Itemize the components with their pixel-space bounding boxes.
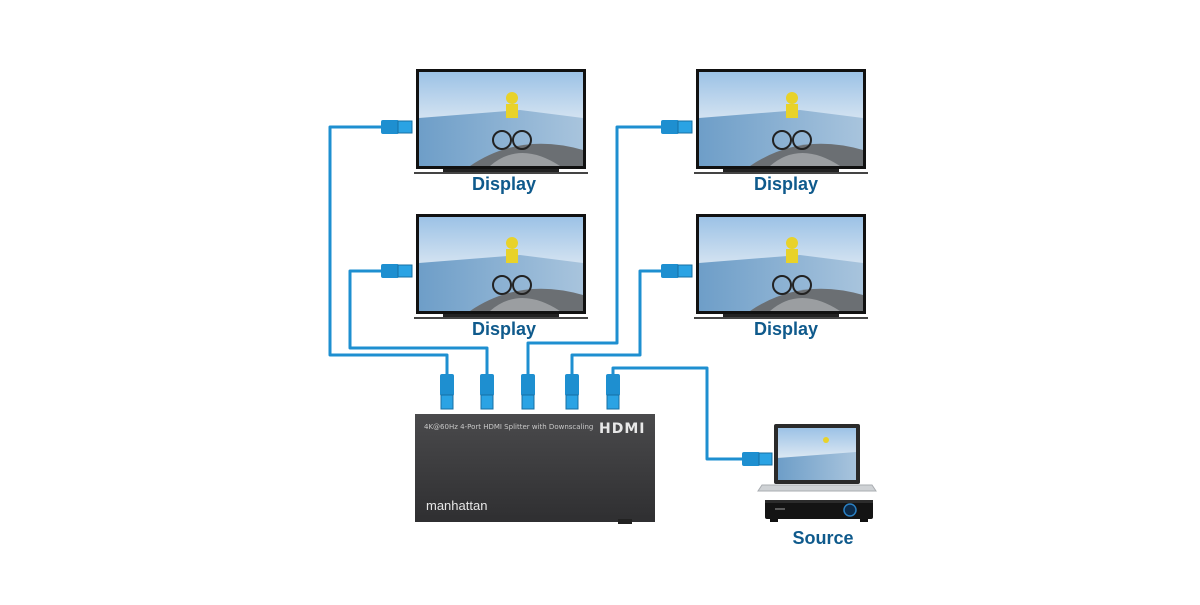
hdmi-plug-icon (661, 120, 693, 134)
cable-display-4 (570, 269, 665, 375)
hdmi-plug-icon (521, 374, 535, 410)
cable-source (611, 366, 745, 461)
splitter-box (415, 414, 655, 524)
hdmi-plug-icon (742, 452, 773, 466)
hdmi-plug-icon (661, 264, 693, 278)
hdmi-plug-icon (440, 374, 454, 410)
display-2 (414, 214, 588, 319)
hdmi-plug-icon (480, 374, 494, 410)
hdmi-logo: HDMI (599, 421, 646, 437)
cable-display-3 (526, 125, 665, 375)
hdmi-plug-icon (565, 374, 579, 410)
display-4 (694, 214, 868, 319)
display-1 (414, 69, 588, 174)
display-3 (694, 69, 868, 174)
source-label: Source (792, 528, 854, 548)
display-label: Display (471, 174, 537, 194)
display-label: Display (753, 319, 819, 339)
hdmi-cables (328, 125, 745, 461)
brand-logo: manhattan (426, 498, 488, 513)
splitter-model-text: 4K@60Hz 4-Port HDMI Splitter with Downsc… (424, 423, 594, 431)
laptop-icon (757, 424, 877, 492)
splitter-plugs (440, 374, 620, 410)
display-label: Display (471, 319, 537, 339)
display-label: Display (753, 174, 819, 194)
cable-display-1 (328, 125, 449, 375)
hdmi-plug-icon (381, 120, 413, 134)
hdmi-plug-icon (606, 374, 620, 410)
hdmi-plug-icon (381, 264, 413, 278)
cable-display-2 (348, 269, 489, 375)
media-player-icon (765, 500, 873, 522)
